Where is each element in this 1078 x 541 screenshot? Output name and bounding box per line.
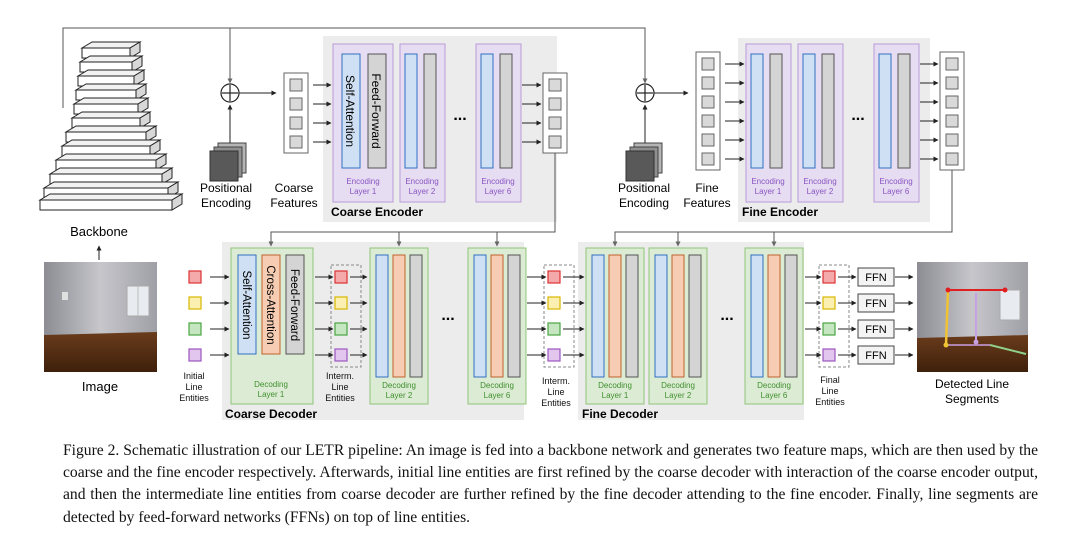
fine-encoder-output-cells [945, 57, 959, 166]
fine-features-label: Fine [695, 181, 719, 195]
self-attention-label: Self-Attention [240, 270, 252, 339]
coarse-encoder-title: Coarse Encoder [331, 205, 423, 219]
interm-line-entities-label: Line [331, 382, 348, 392]
layer-label: Layer 2 [807, 187, 834, 196]
ffn-label: FFN [865, 272, 886, 284]
interm-line-entities-label: Entities [541, 398, 571, 408]
positional-encoding-icon-coarse [209, 142, 247, 182]
positional-encoding-icon-fine [625, 142, 663, 182]
fine-encoding-layer-1: Encoding Layer 1 [745, 43, 792, 203]
coarse-decoding-layer-1: Self-Attention Cross-Attention Feed-Forw… [230, 247, 314, 405]
ffn-box [857, 267, 895, 287]
layer-label: Layer 2 [665, 391, 692, 400]
coarse-encoding-layer-6: Encoding Layer 6 [475, 43, 522, 203]
detected-line-segments-label: Segments [945, 392, 999, 406]
positional-encoding-label-fine: Positional [618, 181, 670, 195]
layer-label: Layer 2 [386, 391, 413, 400]
decoding-label: Decoding [382, 381, 416, 390]
positional-encoding-label-fine: Encoding [619, 196, 669, 210]
interm-line-entities-label: Entities [325, 393, 355, 403]
coarse-decoder-ellipsis: ... [441, 307, 454, 324]
feed-forward-label: Feed-Forward [288, 269, 300, 341]
coarse-encoder-output-cells [548, 78, 562, 149]
final-line-entities-label: Final [820, 375, 840, 385]
layer-label: Layer 6 [485, 187, 512, 196]
layer-label: Layer 6 [484, 391, 511, 400]
plus-icon-coarse [220, 83, 240, 103]
layer-label: Layer 1 [350, 187, 377, 196]
interm-line-entities-label: Interm. [542, 376, 570, 386]
detected-line-segments-image [917, 262, 1028, 372]
fine-features-label: Features [683, 196, 730, 210]
ffn-box [857, 319, 895, 339]
layer-label: Layer 1 [602, 391, 629, 400]
letr-pipeline-diagram: Self-Attention Feed-Forward Encoding Lay… [38, 27, 1028, 421]
encoding-label: Encoding [405, 177, 438, 186]
coarse-encoding-layer-1: Self-Attention Feed-Forward Encoding Lay… [332, 43, 394, 203]
backbone-stack [38, 41, 184, 211]
fine-decoder-ellipsis: ... [720, 307, 733, 324]
positional-encoding-label: Encoding [201, 196, 251, 210]
decoding-label: Decoding [598, 381, 632, 390]
fine-decoding-layer-2: Decoding Layer 2 [648, 247, 708, 405]
ffn-label: FFN [865, 350, 886, 362]
cross-attention-label: Cross-Attention [264, 265, 276, 344]
coarse-features-label: Features [270, 196, 317, 210]
ffn-label: FFN [865, 324, 886, 336]
decoding-label: Decoding [661, 381, 695, 390]
coarse-decoding-layer-2: Decoding Layer 2 [369, 247, 429, 405]
initial-line-entities-label: Entities [179, 393, 209, 403]
fine-features-cells [701, 57, 715, 166]
layer-label: Layer 6 [883, 187, 910, 196]
ffn-box [857, 345, 895, 365]
encoding-label: Encoding [481, 177, 514, 186]
fine-features-box [695, 51, 721, 171]
encoding-label: Encoding [803, 177, 836, 186]
interm-line-entities-label: Line [547, 387, 564, 397]
fine-encoder-title: Fine Encoder [742, 205, 818, 219]
ffn-box [857, 293, 895, 313]
decoding-label: Decoding [757, 381, 791, 390]
fine-encoding-layer-2: Encoding Layer 2 [797, 43, 844, 203]
fine-decoding-layer-6: Decoding Layer 6 [744, 247, 804, 405]
encoding-label: Encoding [346, 177, 379, 186]
decoding-label: Decoding [480, 381, 514, 390]
encoding-label: Encoding [751, 177, 784, 186]
backbone-label: Backbone [70, 224, 128, 239]
ffn-label: FFN [865, 298, 886, 310]
detected-line-segments-label: Detected Line [935, 377, 1009, 391]
fine-decoding-layer-1: Decoding Layer 1 [585, 247, 645, 405]
layer-label: Layer 1 [258, 390, 285, 399]
coarse-encoding-layer-2: Encoding Layer 2 [399, 43, 446, 203]
input-image [44, 262, 157, 372]
layer-label: Layer 1 [755, 187, 782, 196]
fine-encoder-ellipsis: ... [851, 107, 864, 124]
plus-icon-fine [635, 83, 655, 103]
layer-label: Layer 6 [761, 391, 788, 400]
encoding-label: Encoding [879, 177, 912, 186]
coarse-decoding-layer-6: Decoding Layer 6 [467, 247, 527, 405]
coarse-decoder-title: Coarse Decoder [225, 407, 317, 421]
initial-line-entities-label: Line [185, 382, 202, 392]
fine-encoding-layer-6: Encoding Layer 6 [873, 43, 920, 203]
coarse-encoder-ellipsis: ... [453, 107, 466, 124]
feed-forward-label: Feed-Forward [369, 73, 383, 148]
initial-line-entities-label: Initial [183, 371, 204, 381]
interm-line-entities-label: Interm. [326, 371, 354, 381]
coarse-features-cells [289, 78, 303, 149]
positional-encoding-label: Positional [200, 181, 252, 195]
line-entities [188, 264, 850, 368]
coarse-features-label: Coarse [275, 181, 314, 195]
image-label: Image [82, 379, 118, 394]
figure-caption: Figure 2. Schematic illustration of our … [63, 442, 1038, 526]
self-attention-label: Self-Attention [343, 75, 357, 147]
final-line-entities-label: Line [821, 386, 838, 396]
decoding-label: Decoding [254, 380, 288, 389]
layer-label: Layer 2 [409, 187, 436, 196]
final-line-entities-label: Entities [815, 397, 845, 407]
fine-decoder-title: Fine Decoder [582, 407, 658, 421]
